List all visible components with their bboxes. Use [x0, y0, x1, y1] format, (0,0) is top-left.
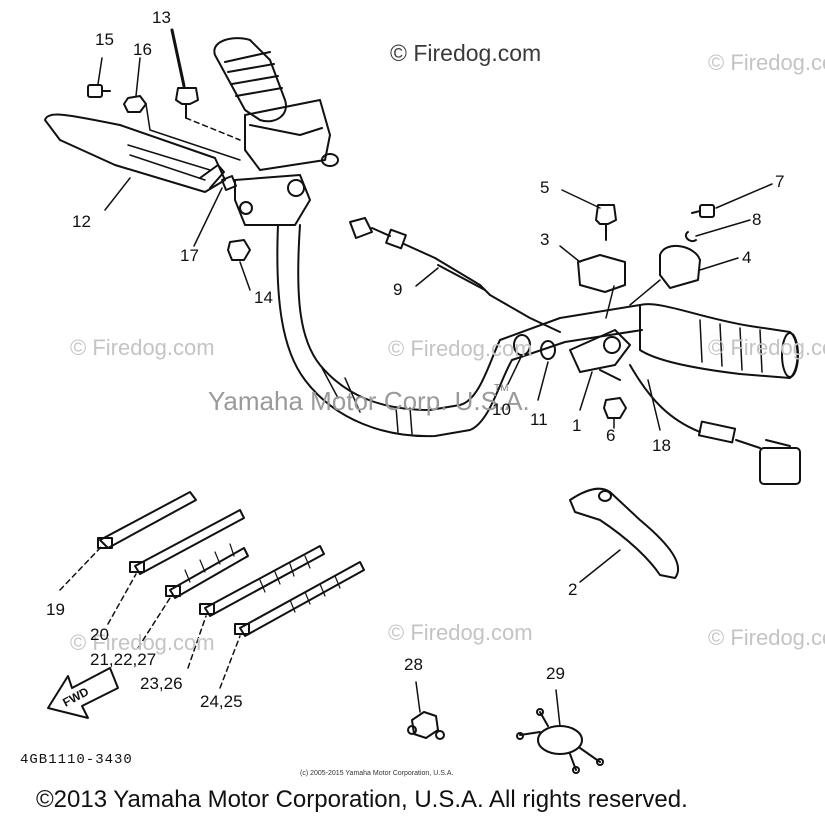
cable-ties — [97, 491, 365, 637]
left-switch-housing — [244, 99, 339, 171]
left-grip — [213, 37, 287, 123]
clutch-cable — [349, 217, 561, 333]
callout-4: 4 — [742, 248, 752, 267]
callout-11: 11 — [530, 410, 548, 429]
callout-20: 20 — [90, 625, 109, 644]
callout-14: 14 — [254, 288, 273, 307]
bolt-13 — [175, 87, 199, 119]
trademark-mark: TM — [494, 383, 509, 394]
bolt-7 — [691, 204, 715, 218]
brake-lever — [569, 487, 680, 579]
callout-10: 10 — [492, 400, 511, 419]
watermark-firedog-faint: © Firedog.com — [708, 50, 825, 75]
callout-15: 15 — [95, 30, 114, 49]
pivot-17 — [221, 175, 237, 191]
fwd-arrow — [47, 667, 119, 719]
callout-19: 19 — [46, 600, 65, 619]
bolt-15 — [87, 84, 111, 98]
callout-7: 7 — [775, 172, 785, 191]
callout-6: 6 — [606, 426, 616, 445]
clutch-lever — [44, 113, 226, 193]
clamp-29 — [516, 708, 604, 774]
fine-copyright: (c) 2005-2015 Yamaha Motor Corporation, … — [300, 770, 454, 777]
leader-lines — [59, 28, 773, 727]
callout-9: 9 — [393, 280, 403, 299]
callout-5: 5 — [540, 178, 550, 197]
right-grip — [639, 303, 799, 379]
callout-18: 18 — [652, 436, 671, 455]
callout-29: 29 — [546, 664, 565, 683]
callout-2: 2 — [568, 580, 578, 599]
footer-copyright: ©2013 Yamaha Motor Corporation, U.S.A. A… — [36, 786, 688, 813]
bolt-5 — [595, 204, 617, 241]
throttle-housing-upper — [577, 254, 626, 293]
callout-23-26: 23,26 — [140, 674, 183, 693]
handlebar — [276, 224, 643, 438]
callout-17: 17 — [180, 246, 199, 265]
callout-3: 3 — [540, 230, 550, 249]
nut-16 — [123, 95, 241, 161]
callout-16: 16 — [133, 40, 152, 59]
nut-6 — [603, 397, 627, 419]
watermark-firedog-faint: © Firedog.com — [70, 630, 215, 655]
callout-28: 28 — [404, 655, 423, 674]
throttle-housing-lower — [659, 245, 701, 289]
callout-13: 13 — [152, 8, 171, 27]
nut-14 — [227, 239, 251, 261]
clamp-28 — [407, 711, 445, 740]
left-lever-holder — [234, 174, 311, 226]
callout-8: 8 — [752, 210, 762, 229]
brake-holder — [569, 329, 631, 381]
washer-8 — [684, 231, 697, 242]
watermark-yamaha: Yamaha Motor Corp. U.S.A. — [208, 386, 530, 416]
watermark-firedog-faint: © Firedog.com — [708, 625, 825, 650]
callout-21-22-27: 21,22,27 — [90, 650, 157, 669]
watermark-firedog-faint: © Firedog.com — [388, 336, 533, 361]
switch-lead — [629, 364, 801, 485]
watermark-firedog-faint: © Firedog.com — [70, 335, 215, 360]
part-number: 4GB1110-3430 — [20, 752, 133, 768]
callout-1: 1 — [572, 416, 582, 435]
watermark-firedog: © Firedog.com — [390, 40, 542, 66]
watermark-firedog-faint: © Firedog.com — [708, 335, 825, 360]
callout-12: 12 — [72, 212, 91, 231]
watermark-firedog-faint: © Firedog.com — [388, 620, 533, 645]
nut-11 — [540, 340, 556, 360]
callout-24-25: 24,25 — [200, 692, 243, 711]
